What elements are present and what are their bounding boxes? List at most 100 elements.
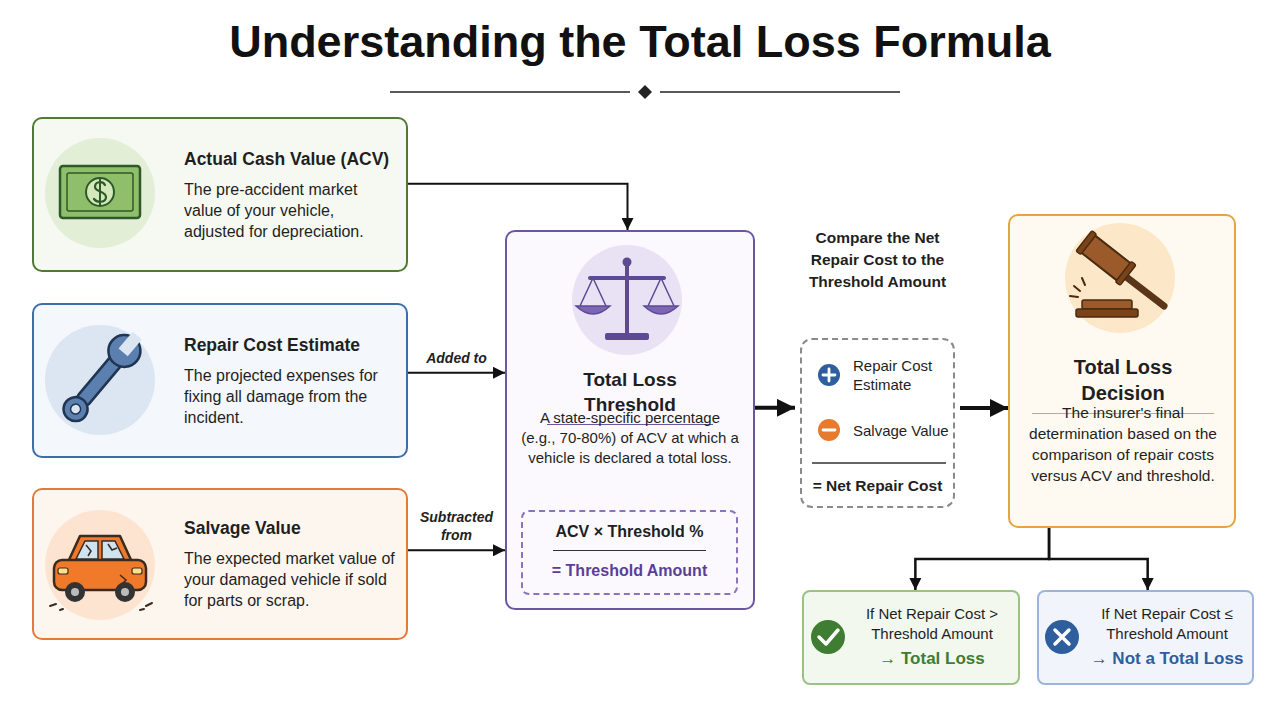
- minus-icon: [818, 419, 840, 441]
- damaged-car-icon: [58, 568, 68, 574]
- connector-arrow: [408, 372, 505, 374]
- money-icon: [67, 173, 133, 211]
- threshold-box: Total Loss ThresholdA state-specific per…: [505, 230, 755, 610]
- money-icon: [86, 178, 114, 206]
- title-divider: [390, 91, 630, 93]
- plus-icon: [823, 369, 835, 381]
- calculation-box: Compare the Net Repair Cost to the Thres…: [795, 225, 960, 510]
- money-icon: [94, 182, 106, 202]
- gavel-icon: [1076, 309, 1138, 317]
- connector-arrow: [960, 406, 1008, 410]
- wrench-icon: [45, 325, 155, 435]
- scales-icon: [580, 278, 674, 306]
- formula-text: ACV × Threshold %: [553, 522, 706, 551]
- outcome-condition: If Net Repair Cost > Threshold Amount: [848, 604, 1016, 644]
- scales-icon: [572, 245, 682, 355]
- damaged-car-icon: [121, 588, 129, 596]
- outcome-condition: If Net Repair Cost ≤ Threshold Amount: [1083, 604, 1251, 644]
- sum-result: = Net Repair Cost: [800, 476, 955, 496]
- damaged-car-icon: [54, 560, 146, 590]
- wrench-icon: [45, 325, 155, 435]
- gavel-icon: [1065, 223, 1175, 333]
- check-icon: [811, 620, 845, 654]
- damaged-car-icon: [102, 541, 124, 559]
- gavel-icon: [1115, 261, 1136, 285]
- box-body: The expected market value of your damage…: [184, 548, 399, 611]
- check-icon: [819, 630, 838, 644]
- input-box: Salvage ValueThe expected market value o…: [32, 488, 408, 640]
- connector-arrow: [1049, 528, 1148, 590]
- wrench-icon: [102, 328, 147, 373]
- wrench-icon: [59, 392, 93, 426]
- gavel-icon: [1070, 278, 1085, 297]
- connector-arrow: [408, 184, 628, 230]
- scales-icon: [590, 276, 664, 280]
- connector-arrow: [915, 528, 1049, 590]
- formula-box: ACV × Threshold % = Threshold Amount: [521, 510, 738, 595]
- gavel-icon: [1082, 300, 1132, 309]
- wrench-icon: [119, 332, 142, 357]
- scales-icon: [572, 245, 682, 355]
- cross-icon: [1055, 630, 1069, 644]
- box-body: The pre-accident market value of your ve…: [184, 179, 399, 242]
- cross-icon: [1045, 620, 1079, 654]
- title-divider: [390, 85, 900, 99]
- sum-rule: [812, 462, 946, 464]
- damaged-car-icon: [132, 568, 142, 574]
- damaged-car-icon: [45, 510, 155, 620]
- term-text: Salvage Value: [853, 421, 953, 440]
- minus-icon: [823, 429, 835, 432]
- scales-icon: [605, 333, 649, 340]
- money-icon: [99, 179, 101, 205]
- input-box: Repair Cost EstimateThe projected expens…: [32, 303, 408, 458]
- damaged-car-icon: [76, 541, 98, 559]
- damaged-car-icon: [45, 510, 155, 620]
- check-icon: [811, 620, 845, 654]
- scales-icon: [644, 306, 678, 314]
- gavel-icon: [1076, 231, 1097, 255]
- damaged-car-icon: [68, 536, 132, 562]
- title-divider: [638, 85, 652, 99]
- gavel-icon: [1080, 235, 1131, 282]
- compare-heading: Compare the Net Repair Cost to the Thres…: [797, 227, 958, 293]
- connector-arrow: [408, 549, 505, 551]
- title-divider: [660, 91, 900, 93]
- outcome-box: If Net Repair Cost ≤ Threshold Amount → N…: [1037, 590, 1254, 685]
- scales-icon: [576, 306, 610, 314]
- minus-icon: [818, 419, 840, 441]
- decision-box: Total Loss DecisionThe insurer's final d…: [1008, 214, 1236, 528]
- box-body: The projected expenses for fixing all da…: [184, 365, 399, 428]
- gavel-icon: [1076, 231, 1136, 286]
- wrench-icon: [56, 325, 150, 428]
- formula-result: = Threshold Amount: [523, 561, 736, 582]
- plus-icon: [818, 364, 840, 386]
- scales-icon: [623, 258, 632, 267]
- damaged-car-icon: [65, 582, 85, 602]
- damaged-car-icon: [120, 575, 126, 585]
- damaged-car-icon: [86, 544, 117, 556]
- damaged-car-icon: [71, 588, 79, 596]
- wrench-icon: [75, 353, 124, 408]
- plus-icon: [818, 364, 840, 386]
- edge-label: Subtracted from: [411, 509, 503, 544]
- input-box: Actual Cash Value (ACV)The pre-accident …: [32, 117, 408, 272]
- wrench-icon: [69, 402, 83, 416]
- money-icon: [45, 138, 155, 248]
- gavel-icon: [1065, 223, 1175, 333]
- box-body: A state-specific percentage (e.g., 70-80…: [521, 408, 739, 468]
- money-icon: [45, 138, 155, 248]
- cross-icon: [1045, 620, 1079, 654]
- box-body: The insurer's final determination based …: [1026, 402, 1220, 486]
- term-text: Repair Cost Estimate: [853, 356, 951, 394]
- money-icon: [60, 166, 140, 218]
- connector-arrow: [755, 406, 795, 410]
- damaged-car-icon: [50, 603, 152, 610]
- edge-label: Added to: [411, 349, 503, 367]
- gavel-icon: [1112, 266, 1164, 306]
- outcome-result: → Not a Total Loss: [1083, 648, 1251, 670]
- scales-icon: [625, 264, 629, 334]
- outcome-box: If Net Repair Cost > Threshold Amount→ T…: [802, 590, 1020, 685]
- box-heading: Repair Cost Estimate: [184, 334, 406, 357]
